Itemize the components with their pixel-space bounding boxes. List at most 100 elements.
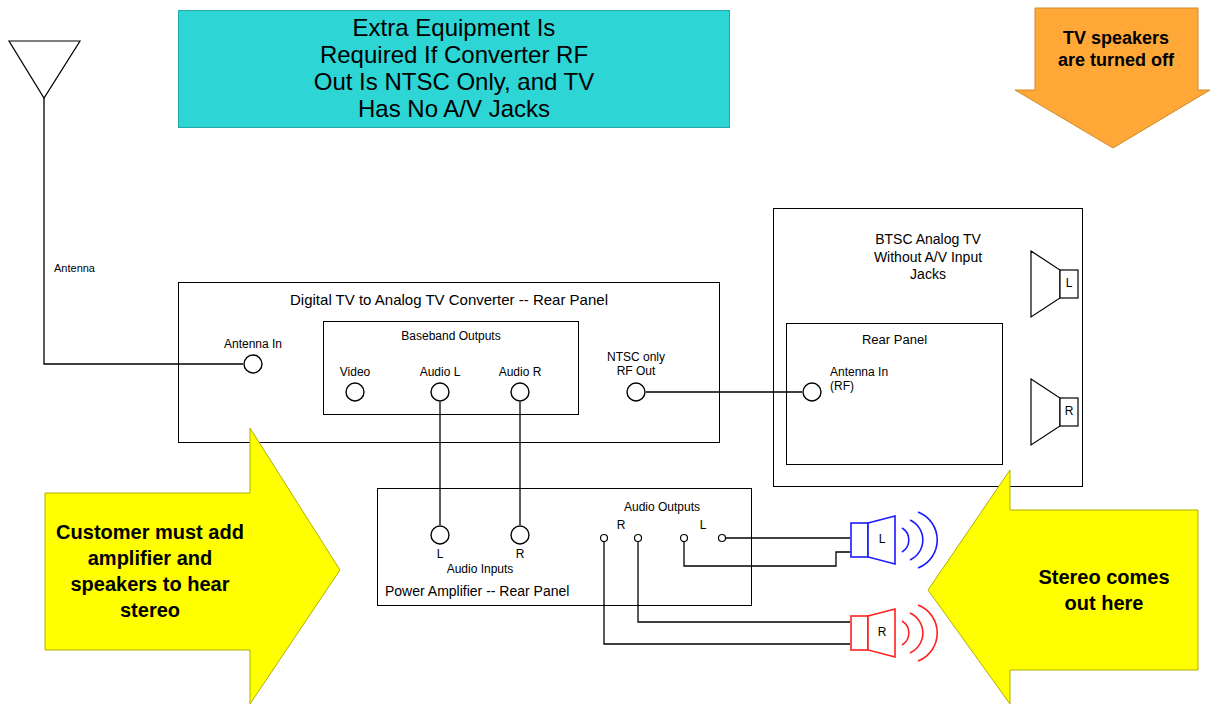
text-slot: R [617,518,626,532]
antenna-jack: Antenna In [243,354,263,374]
shape-outline [510,382,530,402]
node-text: L [868,532,896,546]
converter-panel: Antenna InVideoAudio LAudio RBaseband Ou… [178,282,720,443]
audio-input-jack: R [510,525,530,545]
node-text: R [617,518,626,532]
terminal [681,535,688,542]
text-slot: L [868,532,896,546]
node-text: BTSC Analog TV Without A/V Input Jacks [866,231,991,284]
antenna-symbol: Antenna [8,40,108,280]
wire [726,537,850,538]
text-slot: Audio Outputs [624,500,700,514]
title-box: Extra Equipment Is Required If Converter… [178,10,730,128]
rear-panel: Antenna In (RF) Rear Panel [786,323,1003,465]
sound-wave [902,528,909,552]
antenna-triangle [9,41,80,98]
text-slot: Video [340,365,370,379]
speaker-terminals: R [600,534,642,542]
speaker-terminals: L [680,534,726,542]
node-text: L [1060,276,1078,290]
node-text: L [700,518,707,532]
shape-outline [345,382,365,402]
speaker-cone [1031,251,1060,317]
node-text: Power Amplifier -- Rear Panel [385,583,569,600]
antenna-mast [43,98,44,280]
audio-input-jack: L [430,525,450,545]
speaker-cone [868,516,895,564]
shape-outline [430,382,450,402]
jack-circle [627,383,645,401]
sound-wave [902,621,909,645]
speaker-magnet [851,523,868,557]
panel-label: Audio Inputs [447,562,514,576]
node-text: R [1060,404,1078,418]
jack-circle [431,526,449,544]
shape-outline [8,40,108,280]
sound-wave [918,512,937,568]
text-slot: TV speakers are turned off [1050,27,1182,72]
text-slot: Baseband Outputs [401,329,500,343]
node-text: Baseband Outputs [401,329,500,343]
callout-arrow: Stereo comes out here [926,468,1200,706]
jack-circle [511,383,529,401]
node-text: L [437,547,444,561]
callout-arrow: Customer must add amplifier and speakers… [42,426,342,706]
text-slot: Audio Inputs [447,562,514,576]
shape-outline [802,382,822,402]
text-slot: Digital TV to Analog TV Converter -- Rea… [290,291,608,309]
speaker-symbol: L [850,515,896,565]
callout-arrow: TV speakers are turned off [1013,8,1213,150]
node-text: Digital TV to Analog TV Converter -- Rea… [290,291,608,309]
antenna-jack: Antenna In (RF) [802,382,822,402]
node-text: Video [340,365,370,379]
jack-circle [346,383,364,401]
node-text: TV speakers are turned off [1050,27,1182,72]
node-text: Stereo comes out here [1029,564,1179,616]
speaker-magnet [1060,270,1078,298]
text-slot: BTSC Analog TV Without A/V Input Jacks [866,231,991,284]
speaker-cone [868,609,895,657]
sound-wave [910,613,923,653]
shape-outline [626,382,646,402]
text-slot: L [700,518,707,532]
terminal [635,535,642,542]
panel-label: Audio Outputs [624,500,700,514]
speaker-symbol: R [850,608,896,658]
text-slot: Antenna In (RF) [830,366,910,394]
node-text: Antenna In (RF) [830,366,910,394]
sound-wave [910,520,923,560]
output-group: VideoAudio LAudio RBaseband Outputs [323,321,579,415]
node-text: R [868,625,896,639]
text-slot: L [437,547,444,561]
audio-jack: Audio R [510,382,530,402]
text-slot: Audio R [499,365,542,379]
terminal [719,535,726,542]
jack-circle [511,526,529,544]
wire [684,542,850,566]
jack-circle [431,383,449,401]
node-text: Audio R [499,365,542,379]
text-slot: R [1060,404,1078,418]
shape-outline [850,608,896,658]
text-slot: L [1060,276,1078,290]
node-text: R [516,547,525,561]
wire [439,402,440,525]
wire [44,280,243,364]
video-jack: Video [345,382,365,402]
sound-waves-left [902,512,937,568]
title-text: Extra Equipment Is Required If Converter… [312,15,597,123]
text-slot: Customer must add amplifier and speakers… [50,519,250,623]
audio-jack: Audio L [430,382,450,402]
sound-waves-right [902,605,937,661]
text-slot: Audio L [420,365,461,379]
text-slot: R [516,547,525,561]
text-slot: Rear Panel [862,332,927,348]
speaker-magnet [1060,398,1078,426]
text-slot: Power Amplifier -- Rear Panel [385,583,569,600]
node-text: Antenna In [224,337,282,351]
jack-circle [244,355,262,373]
wire [519,402,520,525]
shape-outline [243,354,263,374]
